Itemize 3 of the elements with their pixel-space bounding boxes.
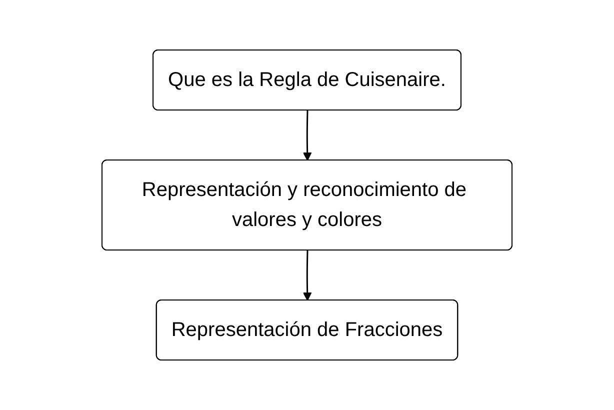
arrow [302, 110, 312, 161]
arrow [302, 250, 312, 301]
node-text: Representación y reconocimiento de valores y colores [142, 179, 467, 231]
